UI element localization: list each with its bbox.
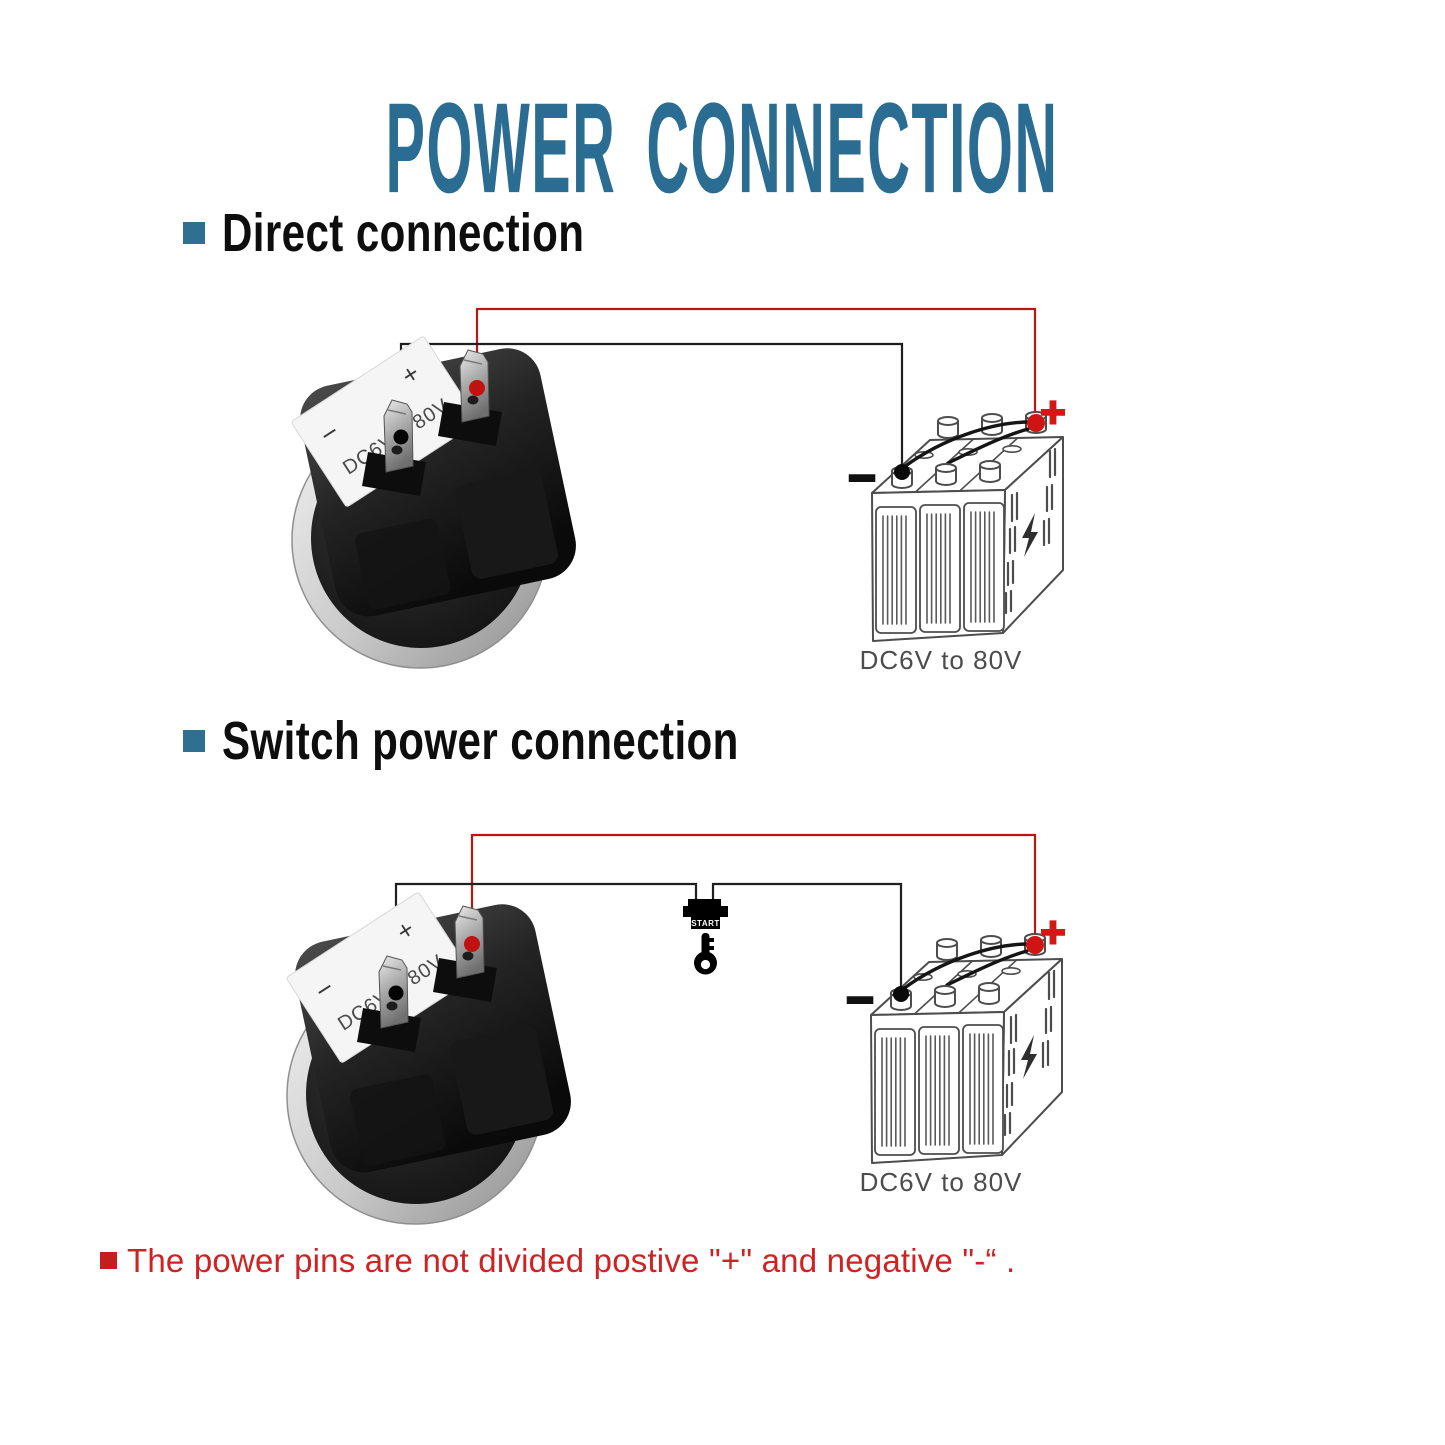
note-bullet-icon — [100, 1251, 117, 1269]
section-heading-label: Direct connection — [222, 203, 585, 263]
battery-caption: DC6V to 80V — [860, 1167, 1023, 1197]
note-text: The power pins are not divided postive "… — [127, 1241, 1016, 1279]
footnote: The power pins are not divided postive "… — [100, 1238, 1015, 1282]
key-switch-icon: START — [683, 899, 728, 975]
key-switch-label: START — [691, 919, 720, 928]
section-heading-switch: Switch power connection — [183, 714, 885, 768]
black-negative-wire-switch-to-battery — [711, 882, 903, 988]
hour-meter-gauge — [290, 335, 584, 669]
page-title: POWER CONNECTION — [385, 75, 1060, 220]
red-positive-wire — [470, 833, 1037, 946]
battery-minus-label: − — [846, 974, 874, 1027]
red-positive-wire — [475, 307, 1037, 420]
title-row: POWER CONNECTION — [0, 75, 1445, 220]
section-bullet-icon — [183, 730, 205, 752]
battery-plus-label: + — [1040, 908, 1066, 957]
battery-illustration — [869, 932, 1064, 1165]
diagram-switch-power-connection: START + − DC6V to 80V — [285, 833, 1067, 1225]
section-bullet-icon — [183, 222, 205, 244]
hour-meter-gauge — [285, 891, 579, 1225]
battery-plus-label: + — [1040, 388, 1066, 437]
battery-caption: DC6V to 80V — [860, 645, 1023, 675]
battery-illustration — [870, 410, 1065, 643]
battery-minus-label: − — [848, 452, 876, 505]
section-heading-label: Switch power connection — [222, 711, 739, 771]
diagram-direct-connection: + − DC6V to 80V — [290, 307, 1067, 675]
section-heading-direct: Direct connection — [183, 206, 687, 260]
